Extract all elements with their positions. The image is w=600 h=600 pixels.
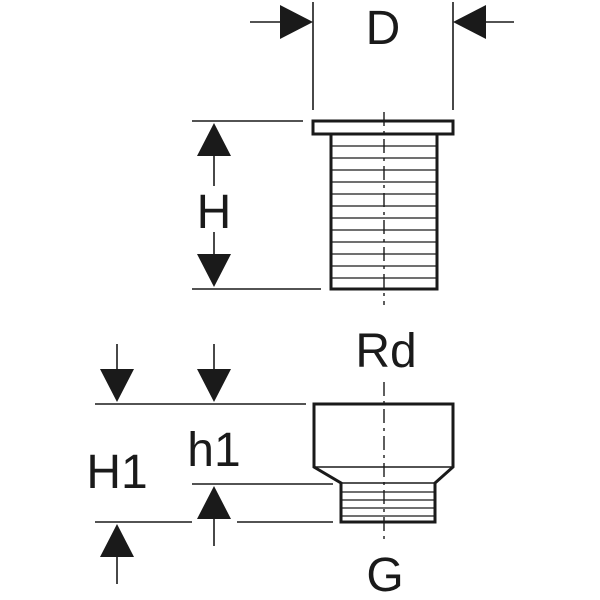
dimension-D: D (250, 2, 514, 110)
reducer-thread-lines (341, 491, 435, 517)
threaded-sleeve (311, 112, 455, 305)
H-arrow-top (197, 123, 231, 156)
label-h1: h1 (187, 424, 240, 477)
reducer-fitting (312, 382, 455, 542)
label-G: G (366, 549, 403, 600)
H-arrow-bottom (197, 254, 231, 287)
dimension-H: H (192, 120, 321, 290)
dimension-h1: h1 (187, 344, 241, 546)
D-arrow-right (453, 5, 486, 39)
dimension-H1: H1 (86, 344, 148, 584)
sleeve-flange (311, 119, 455, 136)
label-H: H (197, 186, 232, 239)
h1-arrow-bottom (197, 486, 231, 519)
h1-arrow-top (197, 369, 231, 402)
label-H1: H1 (86, 446, 147, 499)
H1-arrow-top (100, 369, 134, 402)
H1-arrow-bottom (100, 524, 134, 557)
D-arrow-left (280, 5, 313, 39)
label-Rd: Rd (355, 325, 416, 378)
label-D: D (366, 2, 401, 55)
